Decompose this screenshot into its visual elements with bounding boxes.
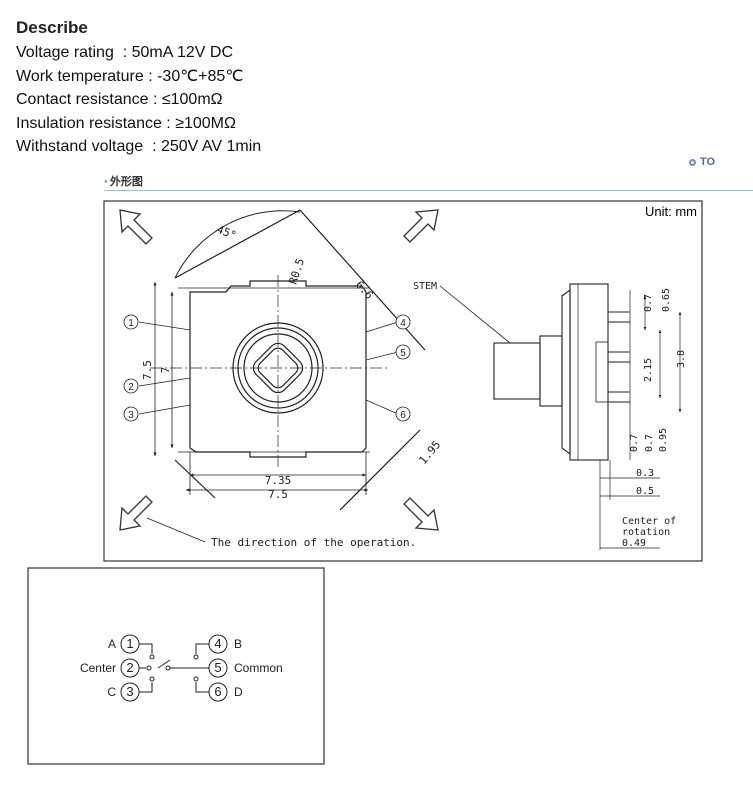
dim-right-07: 0.7 xyxy=(643,294,654,312)
pin-2-marker xyxy=(123,378,139,394)
arrow-down-right-icon xyxy=(403,497,439,531)
center-note-line2: rotation xyxy=(622,527,670,538)
spec-voltage-rating: Voltage rating : 50mA 12V DC xyxy=(16,44,234,61)
pin-4-marker xyxy=(395,314,411,330)
schematic-pin-5-label: 5 xyxy=(214,660,221,675)
describe-title: Describe xyxy=(16,18,88,37)
pin-3-marker xyxy=(123,406,139,422)
top-link[interactable]: TO xyxy=(689,156,715,168)
pin-callout-labels: 1 2 3 4 5 6 xyxy=(128,318,406,421)
spec-insulation-resistance: Insulation resistance : ≥100MΩ xyxy=(16,114,236,132)
section-divider xyxy=(104,190,753,191)
describe-block: Describe Voltage rating : 50mA 12V DC Wo… xyxy=(16,17,261,159)
right-dimension-labels: 0.7 0.65 2.15 3.8 0.7 0.7 0.95 0.3 0.5 C… xyxy=(622,288,687,549)
circle-icon xyxy=(689,158,696,166)
dim-bottom-inner: 7.35 xyxy=(265,474,292,487)
top-view xyxy=(150,209,426,511)
schematic-labels: 1 2 3 4 5 6 A Center C B Common D xyxy=(80,636,283,699)
pin-6-marker xyxy=(395,406,411,422)
schematic-pin-1-label: 1 xyxy=(126,636,133,651)
dim-right-05: 0.5 xyxy=(636,486,654,497)
schematic-label-center: Center xyxy=(80,661,116,675)
spec-contact-resistance: Contact resistance : ≤100mΩ xyxy=(16,91,223,108)
pin-1-label: 1 xyxy=(128,318,134,329)
dim-right-049: 0.49 xyxy=(622,538,646,549)
left-dimensions xyxy=(153,281,369,495)
schematic-lines xyxy=(120,634,228,702)
pin-4-label: 4 xyxy=(400,318,406,329)
side-view xyxy=(439,283,630,461)
pin-2-label: 2 xyxy=(128,382,134,393)
schematic-pin-4-label: 4 xyxy=(214,636,221,651)
section-title: 外形图 xyxy=(109,176,143,188)
outline-drawing: Unit: mm xyxy=(103,200,703,562)
section-bullet: • xyxy=(104,176,108,188)
dim-right-38: 3.8 xyxy=(676,350,687,368)
dim-right-215: 2.15 xyxy=(643,358,654,382)
schematic-pin-2-label: 2 xyxy=(126,660,133,675)
center-note-line1: Center of xyxy=(622,516,676,527)
wiring-schematic: 1 2 3 4 5 6 A Center C B Common D xyxy=(27,567,325,765)
schematic-label-common: Common xyxy=(234,661,283,675)
unit-label: Unit: mm xyxy=(645,204,697,219)
schematic-label-b: B xyxy=(234,637,242,651)
dim-right-07c: 0.7 xyxy=(644,434,655,452)
pin-5-label: 5 xyxy=(400,348,406,359)
dim-side-inner: 7 xyxy=(159,367,172,374)
direction-note: The direction of the operation. xyxy=(211,536,416,549)
dim-right-07b: 0.7 xyxy=(629,434,640,452)
direction-arrows xyxy=(119,209,439,531)
drawing-frame xyxy=(103,200,703,562)
dim-side-outer: 7.5 xyxy=(141,360,154,380)
dim-right-095: 0.95 xyxy=(658,428,669,452)
top-link-label: TO xyxy=(700,156,716,168)
pin-5-marker xyxy=(395,344,411,360)
dim-right-065: 0.65 xyxy=(661,288,672,312)
spec-withstand-voltage: Withstand voltage : 250V AV 1min xyxy=(16,138,262,155)
schematic-label-d: D xyxy=(234,685,243,699)
dim-right-03: 0.3 xyxy=(636,468,654,479)
schematic-pin-3-label: 3 xyxy=(126,684,133,699)
pin-6-label: 6 xyxy=(400,410,406,421)
schematic-label-a: A xyxy=(108,637,116,651)
section-header: •外形图 xyxy=(104,173,143,189)
pin-1-marker xyxy=(123,314,139,330)
schematic-label-c: C xyxy=(107,685,116,699)
spec-work-temperature: Work temperature : -30℃+85℃ xyxy=(16,67,244,85)
arrow-up-left-icon xyxy=(119,209,153,245)
stem-label: STEM xyxy=(413,281,437,292)
schematic-pin-6-label: 6 xyxy=(214,684,221,699)
stem-square xyxy=(252,342,304,394)
pin-3-label: 3 xyxy=(128,410,134,421)
arrow-down-left-icon xyxy=(119,495,153,531)
arrow-up-right-icon xyxy=(403,209,439,243)
schematic-frame xyxy=(27,567,325,765)
right-dimensions xyxy=(599,290,682,550)
pin-callouts xyxy=(123,314,411,422)
dim-bottom-outer: 7.5 xyxy=(268,488,288,501)
